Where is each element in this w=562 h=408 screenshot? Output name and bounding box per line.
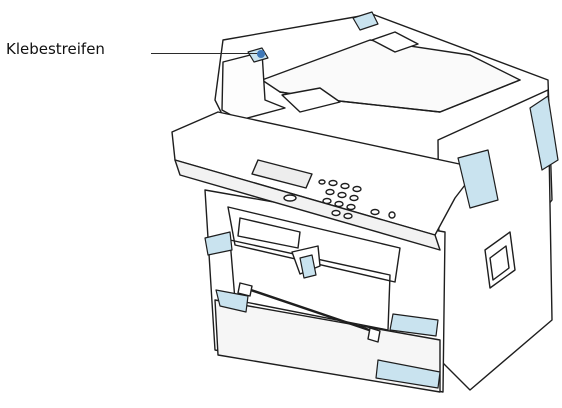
control-panel-front xyxy=(174,159,441,251)
adf-guide xyxy=(371,31,419,53)
tape-right-top xyxy=(529,95,559,171)
tape-left-low xyxy=(215,289,249,313)
keypad xyxy=(283,179,396,220)
tape-top xyxy=(352,11,379,31)
adf-output xyxy=(281,87,341,113)
tape-lid xyxy=(457,149,499,209)
output-slot xyxy=(237,217,301,249)
lcd-display xyxy=(251,159,313,189)
callout-leader-line xyxy=(151,53,260,54)
side-handle-inner xyxy=(489,245,510,281)
paper-guide-rod xyxy=(237,282,381,343)
callout-label: Klebestreifen xyxy=(6,40,105,58)
tape-strips xyxy=(204,11,559,389)
tape-bottom xyxy=(375,359,441,389)
tape-right-mid xyxy=(389,313,439,337)
tape-clip xyxy=(299,254,317,279)
front-cover xyxy=(229,239,391,331)
callout-marker-dot xyxy=(257,50,265,58)
tape-left-mid xyxy=(204,231,233,256)
